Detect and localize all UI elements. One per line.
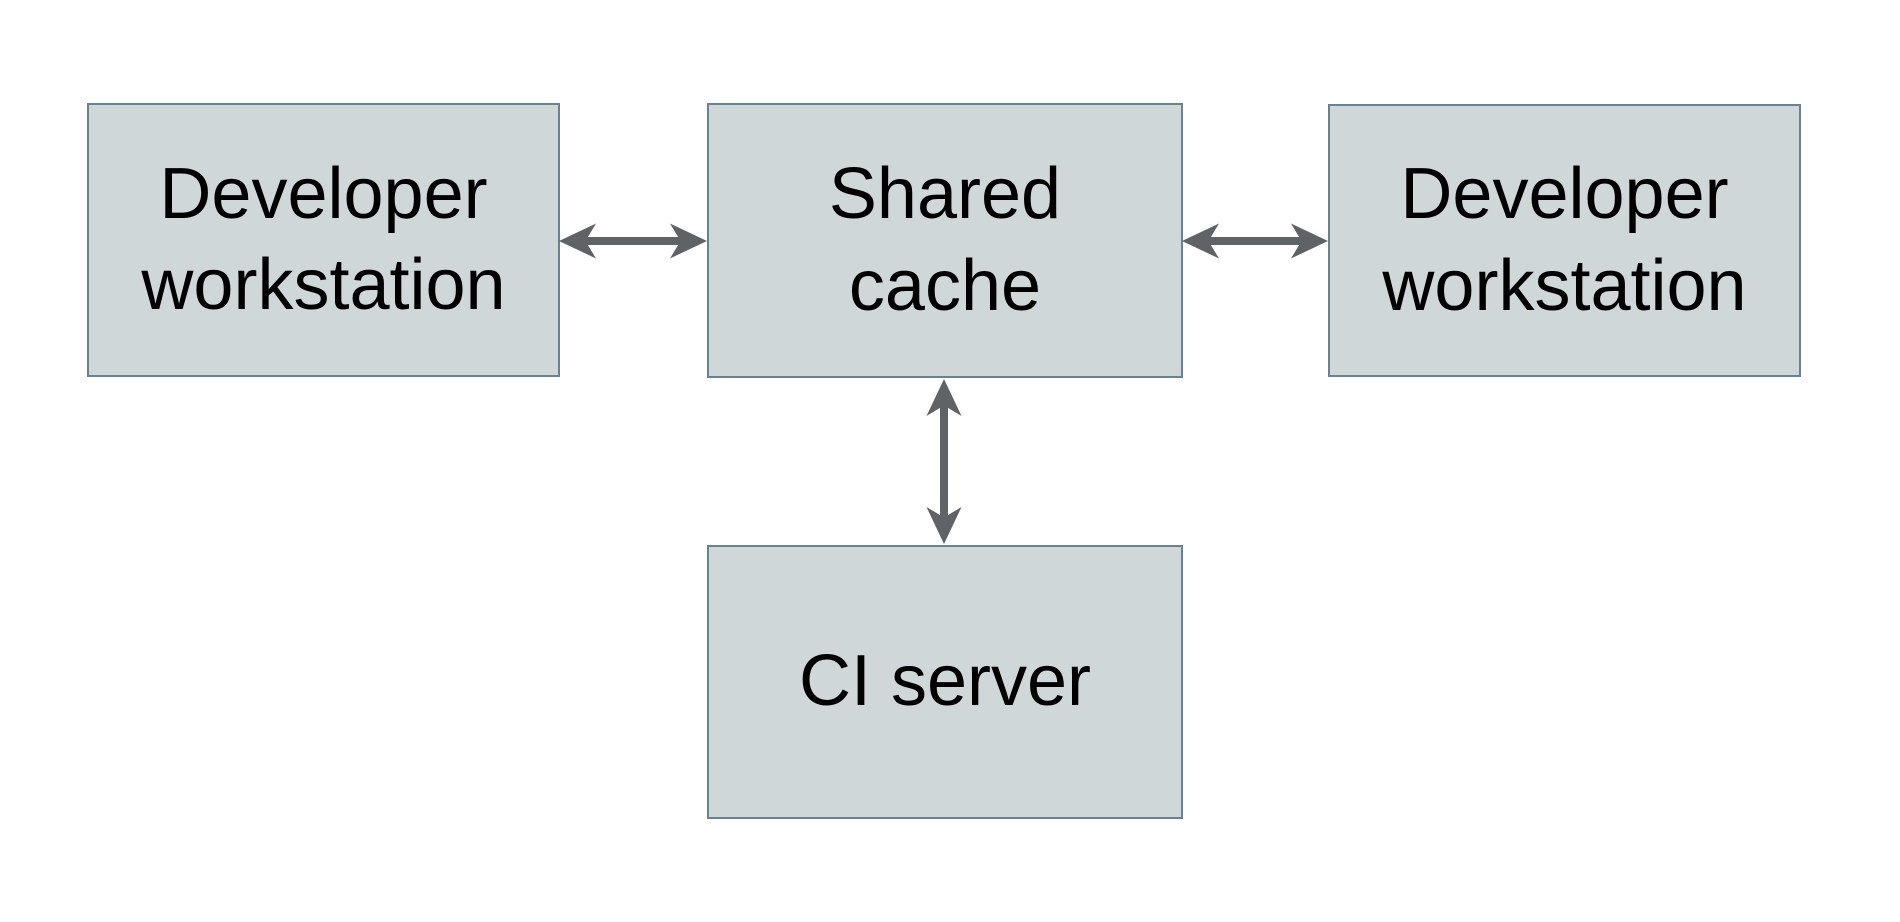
node-developer-workstation-right: Developer workstation — [1328, 104, 1801, 377]
node-label-developer-workstation-left: Developer workstation — [141, 153, 506, 325]
node-label-ci-server: CI server — [798, 641, 1092, 722]
node-shared-cache: Shared cache — [707, 103, 1183, 378]
bidirectional-arrow-devleft-cache-icon — [559, 223, 707, 259]
node-label-developer-workstation-right: Developer workstation — [1382, 154, 1747, 326]
node-developer-workstation-left: Developer workstation — [87, 103, 560, 377]
node-ci-server: CI server — [707, 545, 1183, 819]
bidirectional-arrow-cache-devright-icon — [1182, 223, 1328, 259]
bidirectional-arrow-cache-ciserver-icon — [926, 379, 962, 544]
node-label-shared-cache: Shared cache — [828, 154, 1062, 326]
